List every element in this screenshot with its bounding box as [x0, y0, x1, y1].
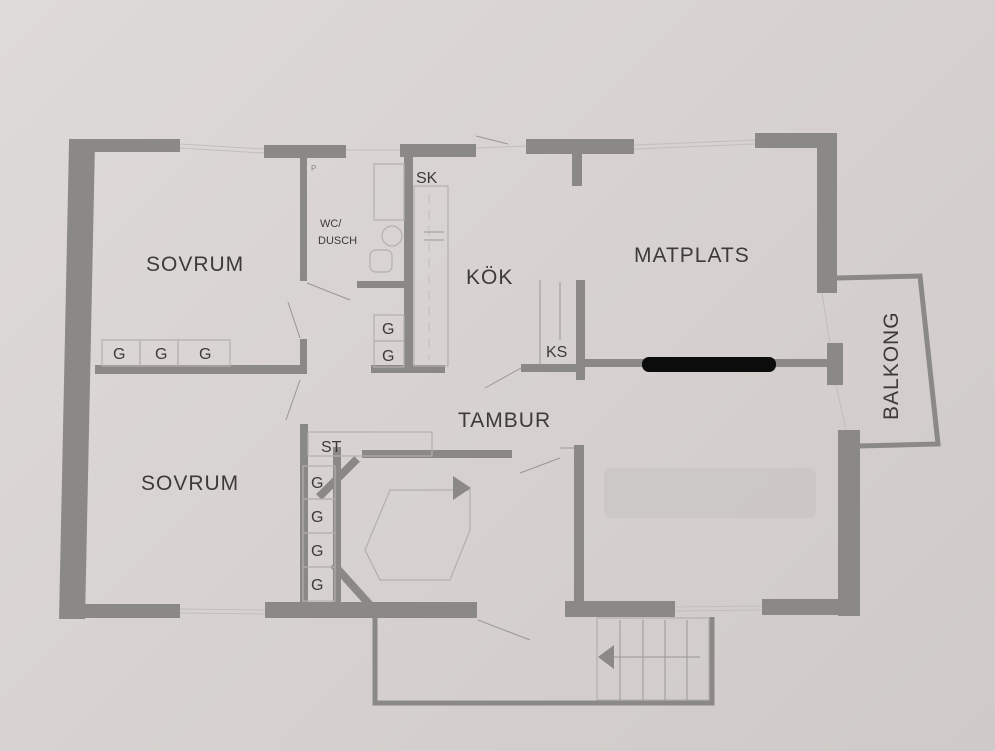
cabinet-label: G — [113, 346, 125, 363]
room-label-wc-line2: DUSCH — [318, 235, 357, 247]
cabinet-boxes — [101, 314, 405, 602]
room-label-tambur: TAMBUR — [458, 409, 551, 432]
room-label-kok: KÖK — [466, 266, 513, 289]
balcony — [836, 273, 941, 449]
details — [285, 135, 574, 641]
entrance-steps — [372, 617, 715, 706]
room-label-sovrum-top: SOVRUM — [146, 253, 244, 276]
cabinet-label: G — [199, 346, 211, 363]
fixture-label-p: P — [311, 164, 316, 173]
fixture-label-sk: SK — [416, 170, 438, 187]
cabinet-label: G — [155, 346, 167, 363]
cabinet-labels: G G G G G G G G G — [113, 321, 394, 594]
cabinet-label: G — [311, 475, 323, 492]
interior-walls — [95, 152, 830, 610]
room-label-sovrum-bottom: SOVRUM — [141, 472, 239, 495]
cabinet-label: G — [311, 577, 323, 594]
room-label-balkong: BALKONG — [880, 311, 903, 420]
room-label-wc-line1: WC/ — [320, 218, 342, 230]
blurred-patch — [604, 468, 816, 518]
outer-walls — [59, 133, 860, 619]
cabinet-label: G — [311, 509, 323, 526]
room-label-matplats: MATPLATS — [634, 244, 750, 267]
cabinet-label: G — [382, 348, 394, 365]
redaction-bar — [642, 357, 776, 372]
windows — [179, 139, 847, 615]
fixture-label-st: ST — [321, 439, 342, 456]
fixture-label-ks: KS — [546, 344, 567, 361]
cabinet-label: G — [311, 543, 323, 560]
cabinet-label: G — [382, 321, 394, 338]
